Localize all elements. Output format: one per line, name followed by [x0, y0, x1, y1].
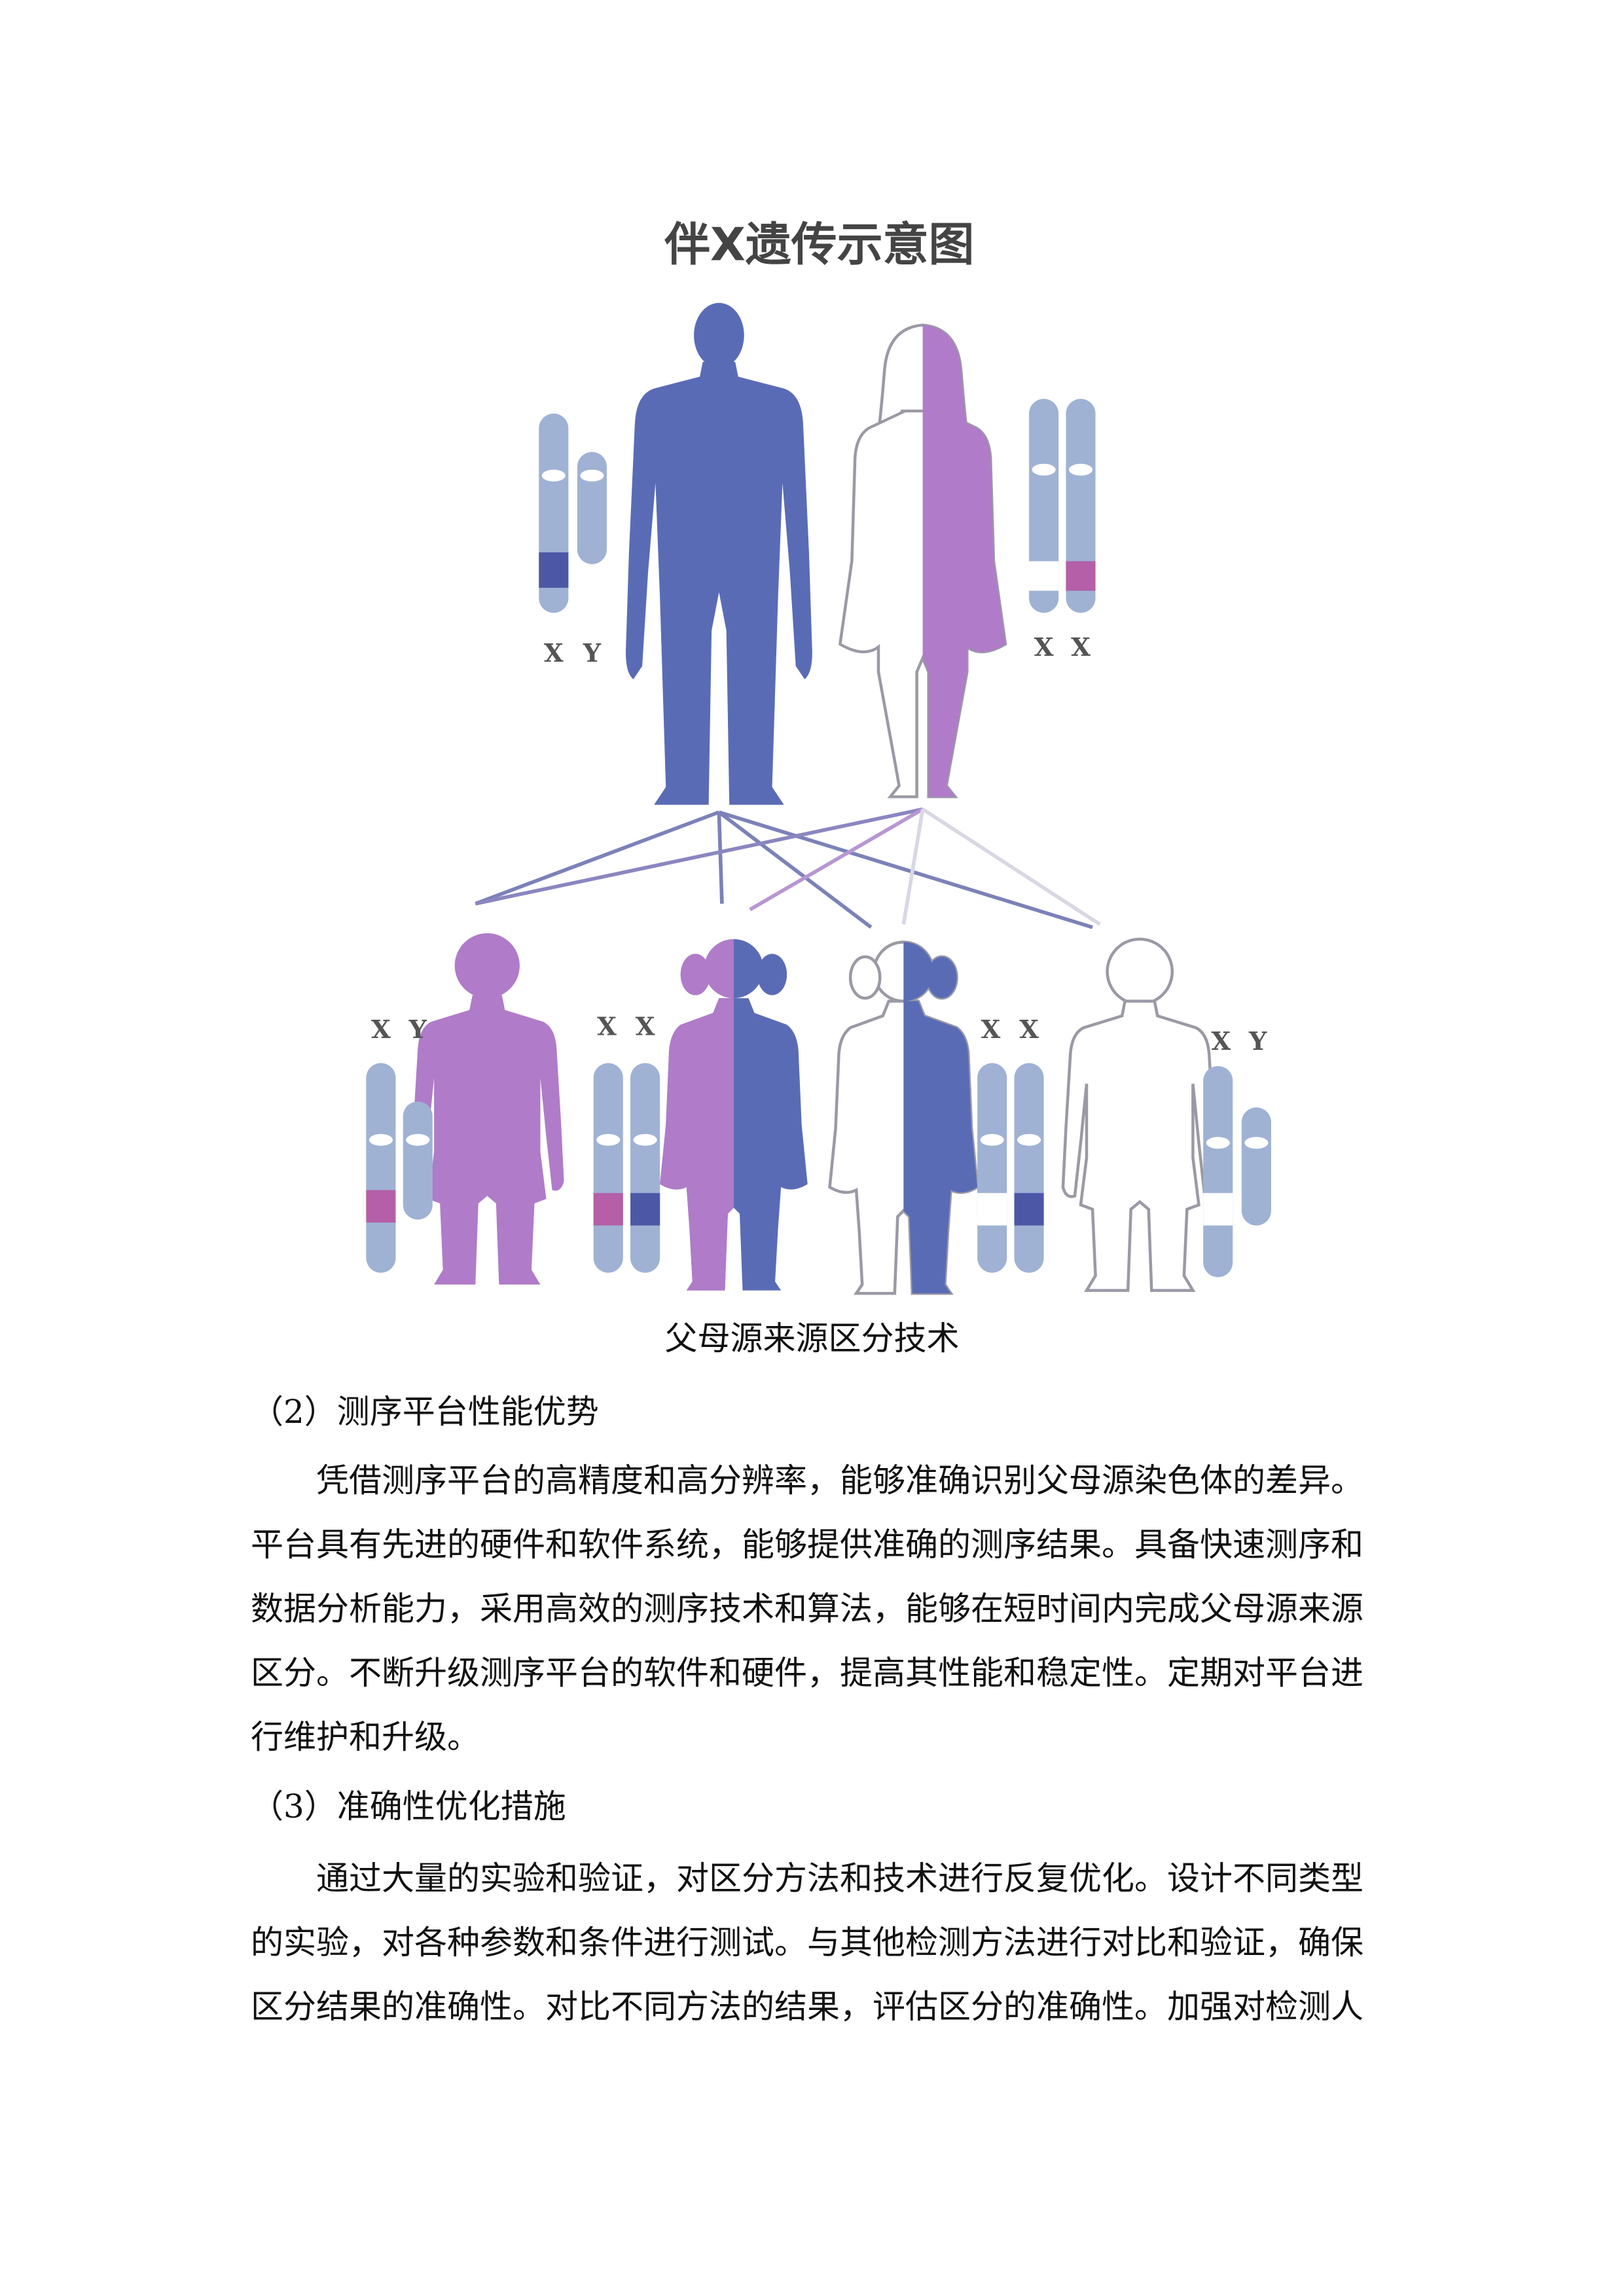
- chromosome-label: X: [1211, 1027, 1231, 1056]
- mother-silhouette: [840, 325, 1005, 797]
- inheritance-line: [717, 812, 724, 904]
- chromosome-band: [1014, 1193, 1044, 1226]
- chromosome-label: X: [636, 1012, 655, 1041]
- son-unaffected-silhouette: [1063, 939, 1217, 1291]
- child-3-chromosomes: X X: [977, 1015, 1044, 1273]
- inheritance-line: [475, 810, 720, 906]
- chromosome-label: Y: [1248, 1027, 1267, 1056]
- chromosome-label: X: [1019, 1015, 1039, 1045]
- chromosome-band: [1066, 561, 1096, 591]
- chromosome-label: X: [544, 639, 564, 668]
- inheritance-line: [901, 808, 925, 925]
- paragraph-line: 数据分析能力，采用高效的测序技术和算法，能够在短时间内完成父母源来源: [251, 1590, 1363, 1628]
- paragraph-line: 平台具有先进的硬件和软件系统，能够提供准确的测序结果。具备快速测序和: [251, 1526, 1363, 1564]
- section-heading: （2）测序平台性能优势: [251, 1393, 599, 1431]
- chromosome-label: X: [371, 1015, 391, 1045]
- figure-caption: 父母源来源区分技术: [664, 1319, 960, 1357]
- paragraph-line: 区分结果的准确性。对比不同方法的结果，评估区分的准确性。加强对检测人: [251, 1988, 1363, 2026]
- son-affected-silhouette: [410, 933, 564, 1285]
- daughter-silhouette: [830, 942, 978, 1293]
- chromosome-band: [366, 1190, 396, 1223]
- paragraph-line: 凭借测序平台的高精度和高分辨率，能够准确识别父母源染色体的差异。: [316, 1462, 1363, 1499]
- chromosome-band: [1029, 561, 1059, 591]
- inheritance-line: [718, 810, 1093, 929]
- paragraph-line: 通过大量的实验和验证，对区分方法和技术进行反复优化。设计不同类型: [316, 1859, 1363, 1897]
- x-chromosome: [1066, 399, 1096, 613]
- daughter-carrier-silhouette: [660, 939, 808, 1291]
- paragraph-line: 区分。不断升级测序平台的软件和硬件，提高其性能和稳定性。定期对平台进: [251, 1654, 1363, 1692]
- mother-chromosomes: X X: [1029, 399, 1096, 662]
- figure-title: 伴X遗传示意图: [664, 218, 974, 271]
- chromosome-band: [539, 552, 569, 588]
- paragraph-line: 行维护和升级。: [251, 1718, 480, 1756]
- chromosome-band: [630, 1193, 660, 1226]
- chromosome-label: Y: [408, 1015, 427, 1045]
- chromosome-label: X: [597, 1012, 617, 1041]
- inheritance-lines: [475, 807, 1101, 929]
- paragraph-line: 的实验，对各种参数和条件进行测试。与其他检测方法进行对比和验证，确保: [251, 1924, 1363, 1962]
- chromosome-label: X: [1071, 633, 1091, 662]
- father-silhouette: [625, 302, 812, 805]
- inheritance-line: [717, 810, 873, 929]
- inheritance-line: [475, 807, 924, 906]
- chromosome-label: X: [1034, 633, 1054, 662]
- chromosome-band: [977, 1193, 1007, 1226]
- chromosome-band: [1203, 1193, 1233, 1226]
- inheritance-line: [922, 808, 1101, 926]
- chromosome-label: Y: [583, 639, 602, 668]
- chromosome-label: X: [981, 1015, 1001, 1045]
- inheritance-line: [749, 807, 924, 912]
- child-1-chromosomes: X Y: [366, 1015, 433, 1273]
- child-4-chromosomes: X Y: [1203, 1027, 1271, 1278]
- y-chromosome: [577, 452, 607, 564]
- x-chromosome: [1029, 399, 1059, 613]
- chromosome-band: [593, 1193, 623, 1226]
- child-2-chromosomes: X X: [593, 1012, 660, 1273]
- section-heading: （3）准确性优化措施: [251, 1787, 566, 1825]
- father-chromosomes: X Y: [539, 413, 607, 668]
